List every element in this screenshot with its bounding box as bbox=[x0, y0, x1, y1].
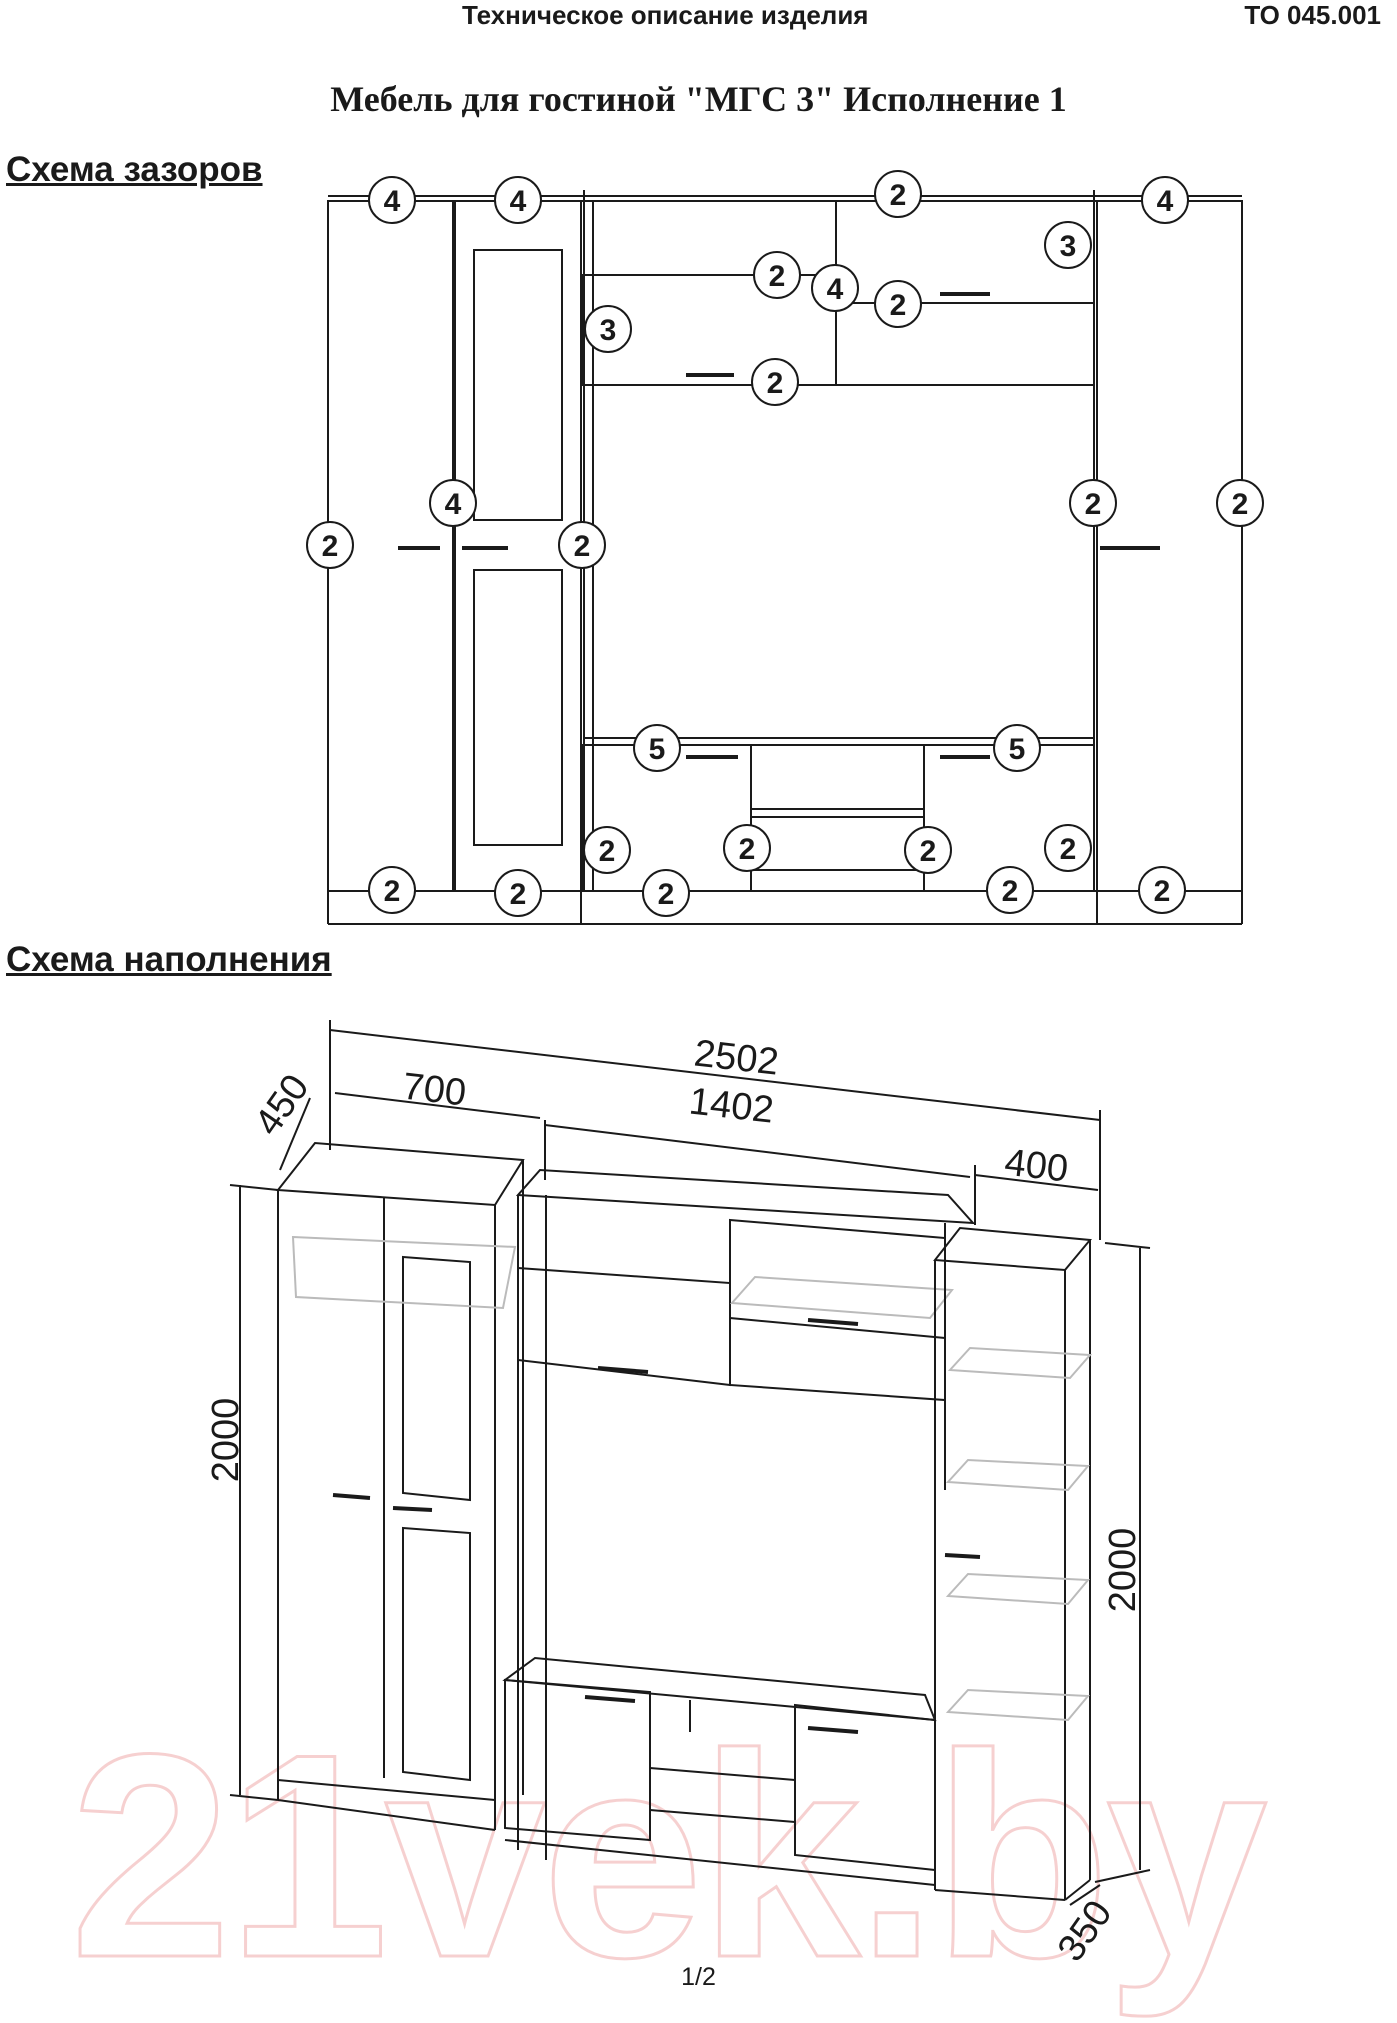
gap-marker-low-a: 2 bbox=[583, 826, 631, 874]
gap-marker-value: 2 bbox=[510, 878, 527, 911]
gap-marker-value: 2 bbox=[1085, 488, 1102, 521]
gap-marker-value: 2 bbox=[1232, 488, 1249, 521]
dim-center-width: 1402 bbox=[687, 1080, 776, 1131]
dim-left-depth: 450 bbox=[247, 1067, 318, 1143]
gap-marker-shelf-top-b: 4 bbox=[811, 264, 859, 312]
gap-marker-shelf-bottom: 2 bbox=[751, 358, 799, 406]
gap-marker-tv-right: 5 bbox=[993, 724, 1041, 772]
gap-marker-mid-right-outer: 2 bbox=[1216, 479, 1264, 527]
gap-marker-low-d: 2 bbox=[1044, 824, 1092, 872]
gap-marker-base-e: 2 bbox=[1138, 866, 1186, 914]
gap-marker-value: 4 bbox=[510, 185, 527, 218]
gap-marker-flap-left: 3 bbox=[584, 305, 632, 353]
gap-marker-mid-left-door: 4 bbox=[429, 479, 477, 527]
gap-marker-mid-left-inner: 2 bbox=[558, 521, 606, 569]
dim-right-height: 2000 bbox=[1102, 1528, 1144, 1613]
gap-marker-flap-right: 3 bbox=[1044, 221, 1092, 269]
dim-left-height: 2000 bbox=[205, 1398, 247, 1483]
gap-marker-low-c: 2 bbox=[904, 826, 952, 874]
gap-marker-value: 4 bbox=[1157, 185, 1174, 218]
gap-marker-value: 5 bbox=[649, 733, 666, 766]
gap-marker-value: 2 bbox=[890, 289, 907, 322]
gap-marker-value: 2 bbox=[769, 260, 786, 293]
gap-marker-value: 2 bbox=[920, 835, 937, 868]
gap-marker-base-b: 2 bbox=[494, 869, 542, 917]
gap-marker-value: 2 bbox=[1002, 875, 1019, 908]
gap-marker-top-left-b: 4 bbox=[494, 176, 542, 224]
gap-marker-value: 2 bbox=[384, 875, 401, 908]
gap-marker-tv-left: 5 bbox=[633, 724, 681, 772]
dim-right-depth: 350 bbox=[1050, 1893, 1121, 1969]
document-title: Мебель для гостиной "МГС 3" Исполнение 1 bbox=[330, 79, 1067, 119]
dim-left-width: 700 bbox=[400, 1066, 468, 1115]
gap-marker-value: 4 bbox=[384, 185, 401, 218]
gap-marker-value: 3 bbox=[1060, 230, 1077, 263]
gap-marker-value: 2 bbox=[322, 530, 339, 563]
gap-marker-top-right: 4 bbox=[1141, 176, 1189, 224]
gap-marker-base-c: 2 bbox=[642, 869, 690, 917]
page-number: 1/2 bbox=[681, 1963, 716, 1991]
header-left-text: Техническое описание изделия bbox=[462, 0, 869, 30]
section-title-gaps: Схема зазоров bbox=[6, 150, 263, 189]
gap-marker-value: 2 bbox=[658, 878, 675, 911]
gap-marker-low-b: 2 bbox=[723, 824, 771, 872]
dim-right-width: 400 bbox=[1002, 1142, 1070, 1191]
gap-marker-base-d: 2 bbox=[986, 866, 1034, 914]
gap-marker-value: 2 bbox=[574, 530, 591, 563]
gap-marker-shelf-top-a: 2 bbox=[753, 251, 801, 299]
gap-marker-value: 2 bbox=[1154, 875, 1171, 908]
gap-marker-value: 2 bbox=[739, 833, 756, 866]
gap-marker-top-center: 2 bbox=[874, 170, 922, 218]
gap-marker-value: 5 bbox=[1009, 733, 1026, 766]
gap-marker-value: 2 bbox=[890, 179, 907, 212]
gap-marker-mid-left-outer: 2 bbox=[306, 521, 354, 569]
dim-total-width: 2502 bbox=[692, 1032, 781, 1083]
gap-marker-value: 2 bbox=[599, 835, 616, 868]
header-doc-code: ТО 045.001 bbox=[1244, 0, 1381, 30]
gap-marker-value: 3 bbox=[600, 314, 617, 347]
gap-marker-value: 2 bbox=[1060, 833, 1077, 866]
gap-marker-mid-right-inner: 2 bbox=[1069, 479, 1117, 527]
gap-marker-value: 4 bbox=[445, 488, 462, 521]
gap-marker-base-a: 2 bbox=[368, 866, 416, 914]
gap-marker-shelf-top-c: 2 bbox=[874, 280, 922, 328]
gap-marker-top-left-a: 4 bbox=[368, 176, 416, 224]
section-title-fill: Схема наполнения bbox=[6, 940, 332, 979]
gap-marker-value: 4 bbox=[827, 273, 844, 306]
gap-marker-value: 2 bbox=[767, 367, 784, 400]
